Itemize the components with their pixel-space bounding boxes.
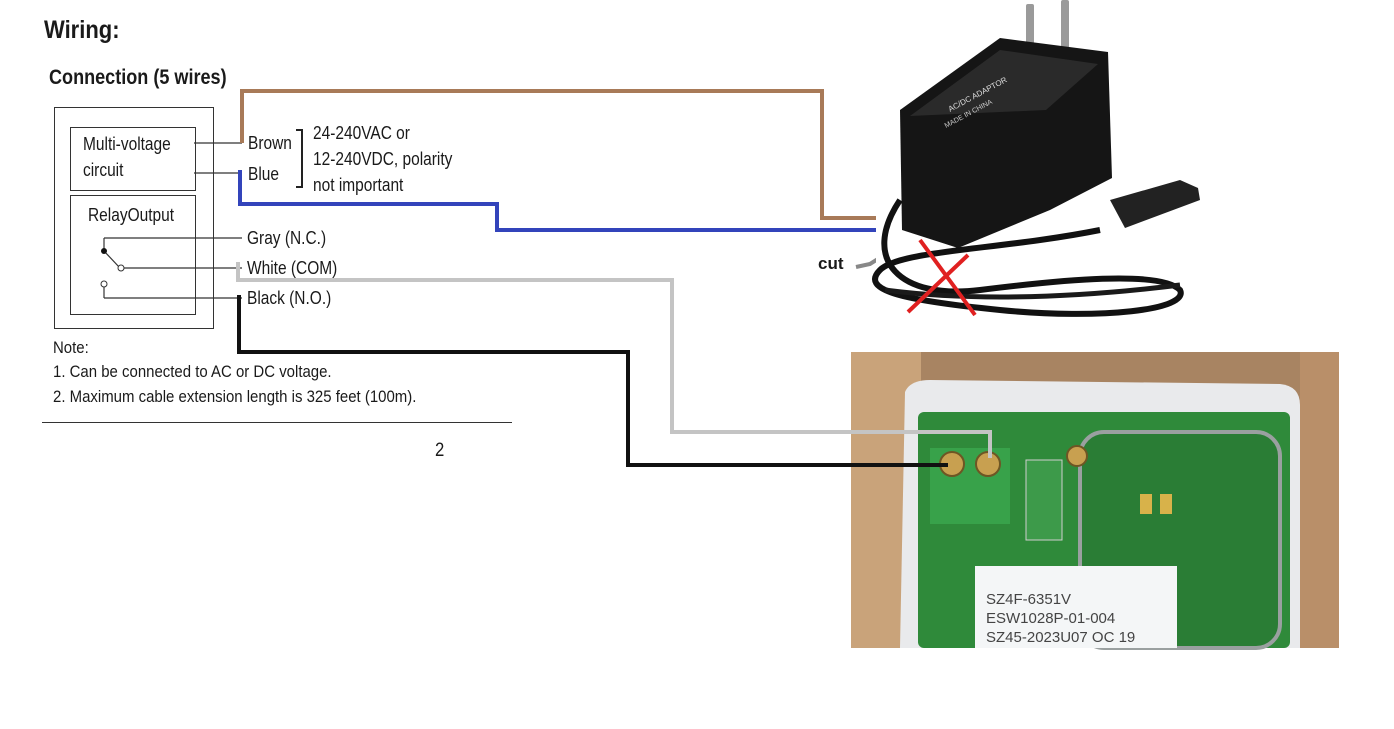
- relay-switch-arm: [103, 250, 121, 269]
- adapter-cable-loop: [884, 282, 1181, 300]
- mounting-screw: [1066, 445, 1088, 467]
- module-outline: [54, 107, 214, 329]
- schematic-lines: [103, 142, 242, 299]
- multi-voltage-box: Multi-voltage circuit: [70, 127, 196, 191]
- relay-no-terminal: [100, 280, 108, 288]
- circuit-label-line2: circuit: [83, 160, 124, 180]
- cut-mark-stroke-1: [918, 238, 977, 317]
- black-wire: [237, 295, 948, 467]
- voltage-bracket: [296, 129, 303, 188]
- board-label-line3: SZ45-2023U07 OC 19: [986, 629, 1135, 646]
- brown-wire: [240, 89, 880, 220]
- wire-label-blue: Blue: [248, 164, 279, 184]
- adapter-cable: [872, 198, 1184, 317]
- board-label-line1: SZ4F-6351V: [986, 591, 1071, 608]
- divider-rule: [42, 422, 512, 423]
- voltage-note-line1: 24-240VAC or: [313, 123, 410, 143]
- relay-pivot-dot: [101, 248, 107, 254]
- cut-label: cut: [818, 254, 844, 273]
- dc-plug: [1110, 180, 1200, 228]
- note-item-2: 2. Maximum cable extension length is 325…: [53, 387, 417, 406]
- relay-label: RelayOutput: [88, 205, 175, 225]
- wire-label-gray: Gray (N.C.): [247, 228, 327, 248]
- page-number: 2: [435, 440, 445, 461]
- white-wire-board-segment: [851, 430, 992, 458]
- blue-wire: [238, 170, 880, 232]
- component-array: [1025, 459, 1063, 541]
- relay-com-terminal: [117, 264, 125, 272]
- solder-pad-1: [1140, 494, 1152, 514]
- board-sticker: [975, 566, 1177, 648]
- circuit-label-line1: Multi-voltage: [83, 134, 171, 154]
- voltage-note-line3: not important: [313, 175, 404, 195]
- solder-pad-2: [1160, 494, 1172, 514]
- relay-output-box: RelayOutput: [70, 195, 196, 315]
- diagram-title: Wiring:: [44, 16, 120, 44]
- note-item-1: 1. Can be connected to AC or DC voltage.: [53, 362, 332, 381]
- voltage-note-line2: 12-240VDC, polarity: [313, 149, 453, 169]
- board-label-line2: ESW1028P-01-004: [986, 610, 1115, 627]
- power-adapter-image: AC/DC ADAPTOR MADE IN CHINA: [872, 0, 1244, 344]
- note-heading: Note:: [53, 338, 89, 357]
- wire-label-brown: Brown: [248, 133, 292, 153]
- adapter-top-face: [910, 50, 1098, 116]
- connection-subtitle: Connection (5 wires): [49, 66, 227, 89]
- cut-mark-stroke-2: [906, 253, 970, 314]
- relay-board-image: SZ4F-6351V ESW1028P-01-004 SZ45-2023U07 …: [851, 352, 1339, 650]
- wire-label-black: Black (N.O.): [247, 288, 332, 308]
- wire-label-white: White (COM): [247, 258, 338, 278]
- wood-surface-right: [1300, 352, 1339, 648]
